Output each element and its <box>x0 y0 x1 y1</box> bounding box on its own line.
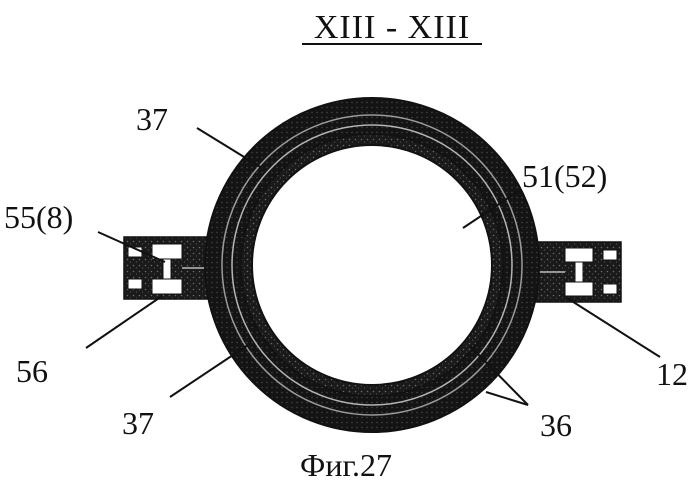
leader-56 <box>86 296 162 348</box>
label-51-52: 51(52) <box>522 158 607 194</box>
ring-body <box>205 98 539 432</box>
label-37-bottom: 37 <box>122 405 154 441</box>
section-title: XIII - XIII <box>314 9 470 46</box>
leader-12 <box>567 298 660 357</box>
label-12: 12 <box>656 356 688 392</box>
bore <box>252 145 492 385</box>
label-56: 56 <box>16 353 48 389</box>
figure-caption: Фиг.27 <box>300 447 392 483</box>
label-55-8: 55(8) <box>4 199 73 235</box>
label-37-top: 37 <box>136 101 168 137</box>
leader-37-bottom <box>170 345 248 397</box>
label-36: 36 <box>540 407 572 443</box>
